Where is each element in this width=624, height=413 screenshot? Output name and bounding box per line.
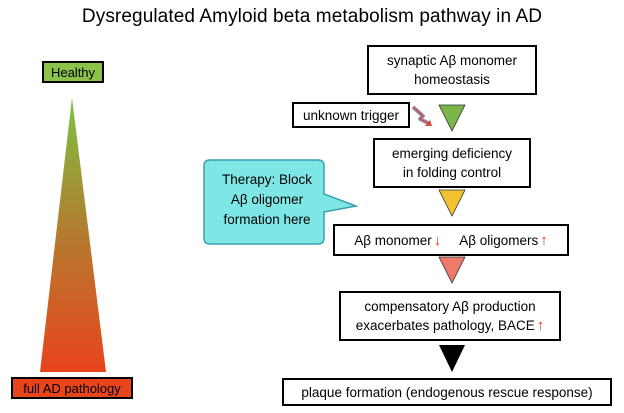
callout-line-3: formation here — [223, 212, 311, 227]
step-monomer-oligomers: Aβ monomer ↓ Aβ oligomers ↑ — [333, 224, 569, 256]
lightning-icon — [411, 105, 432, 126]
trigger-label: unknown trigger — [302, 107, 400, 123]
arrow-up-icon: ↑ — [540, 231, 548, 249]
step-compensatory-line1: compensatory Aβ production — [364, 299, 536, 314]
arrow-salmon-icon — [438, 256, 466, 284]
step-folding-line2: in folding control — [402, 165, 502, 180]
oligomers-label: Aβ oligomers — [459, 232, 539, 248]
pathology-gradient-triangle — [40, 98, 106, 372]
arrow-yellow-icon — [438, 189, 466, 217]
callout-line-2: Aβ oligomer — [230, 192, 304, 207]
full-ad-pathology-text: full AD pathology — [23, 380, 121, 396]
therapy-callout-text: Therapy: Block Aβ oligomer formation her… — [207, 170, 327, 230]
therapy-callout-bubble — [203, 159, 359, 245]
step-homeostasis-line1: synaptic Aβ monomer — [386, 53, 518, 68]
step-plaque-label: plaque formation (endogenous rescue resp… — [301, 384, 593, 400]
healthy-label-text: Healthy — [50, 64, 96, 80]
step-homeostasis: synaptic Aβ monomer homeostasis — [367, 45, 537, 95]
full-ad-pathology-label: full AD pathology — [11, 377, 133, 399]
monomer-label: Aβ monomer — [354, 232, 432, 248]
healthy-label: Healthy — [42, 61, 104, 83]
diagram-title: Dysregulated Amyloid beta metabolism pat… — [81, 6, 543, 27]
step-folding-deficiency: emerging deficiency in folding control — [373, 138, 531, 188]
step-folding-line1: emerging deficiency — [391, 146, 513, 161]
arrow-green-icon — [438, 104, 466, 132]
trigger-box: unknown trigger — [292, 102, 410, 128]
step-compensatory-line2: exacerbates pathology, BACE — [355, 318, 535, 333]
arrow-black-icon — [439, 345, 465, 372]
arrow-down-icon: ↓ — [433, 231, 442, 249]
step-plaque-formation: plaque formation (endogenous rescue resp… — [282, 378, 612, 406]
bace-arrow-up-icon: ↑ — [536, 317, 545, 334]
callout-line-1: Therapy: Block — [221, 172, 313, 187]
step-compensatory-production: compensatory Aβ production exacerbates p… — [339, 291, 561, 341]
step-homeostasis-line2: homeostasis — [414, 72, 490, 87]
